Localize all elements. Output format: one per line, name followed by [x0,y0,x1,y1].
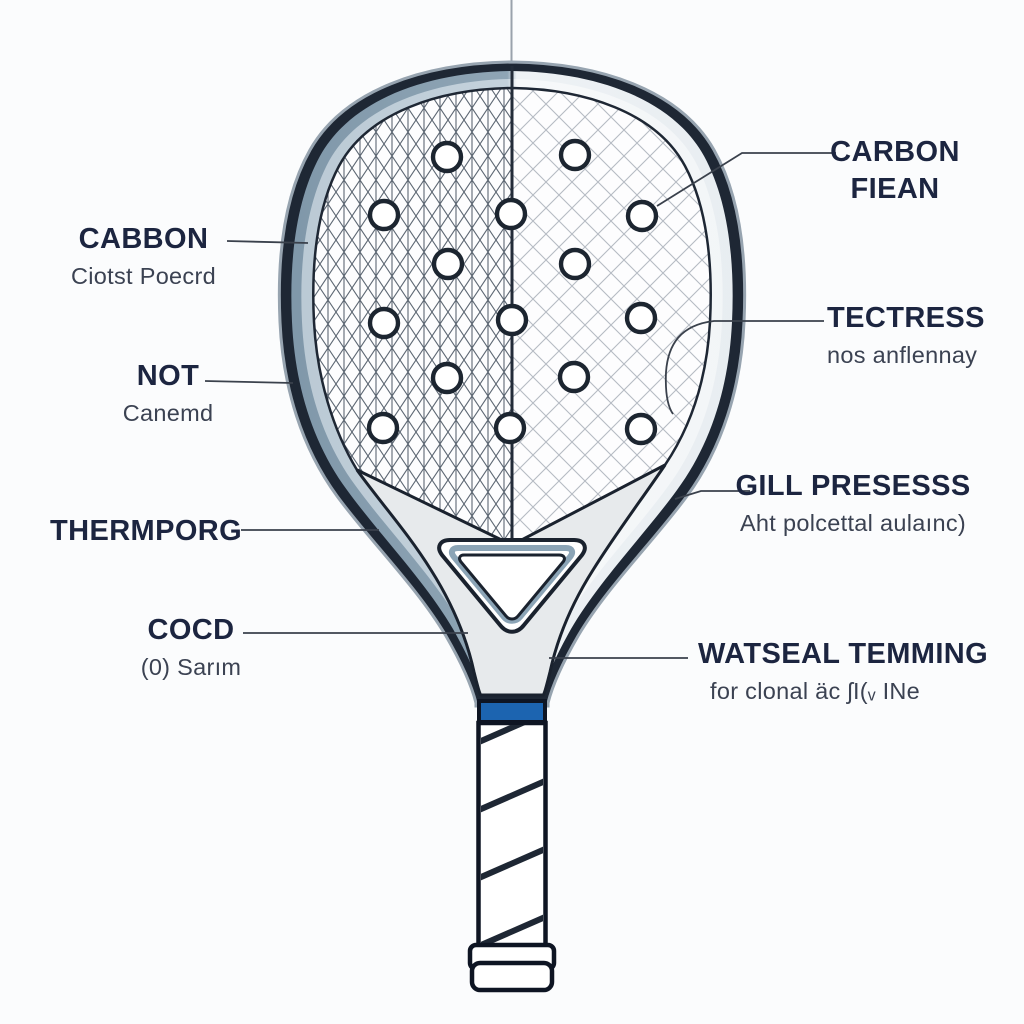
leader-line [664,320,824,415]
leader-line [656,152,836,207]
label-carbon-fiean-line2: FIEAN [850,173,940,205]
face-hole [624,412,658,446]
grip-stripe [481,725,526,745]
face-hole [495,303,529,337]
face-hole [558,247,592,281]
face-hole [625,199,659,233]
label-cabbon-title: CABBON [78,223,209,255]
label-cabbon-subtitle: Ciotst Poecrd [71,263,216,289]
face-hole [367,306,401,340]
face-hole [430,140,464,174]
accent-band [477,699,547,724]
face-hole [624,301,658,335]
label-watseal-temming: WATSEAL TEMMING for clonal äc ʃI(ᵥ INe [698,636,988,706]
label-carbon-fiean: CARBON FIEAN [788,134,1002,208]
label-tectress-title: TECTRESS [827,302,985,334]
label-carbon-fiean-title: CARBON [830,136,960,168]
grip-stripe [481,846,543,881]
face-holes [366,138,659,446]
label-cocd: COCD (0) Sarım [88,612,294,682]
face-hole [558,138,592,172]
label-cabbon: CABBON Ciotst Poecrd [36,221,251,291]
label-watseal-temming-title: WATSEAL TEMMING [698,638,989,670]
face-hole [366,411,400,445]
label-not-title: NOT [136,360,200,392]
grip-stripe [481,778,543,813]
label-tectress: TECTRESS nos anflennay [827,300,985,370]
face-hole [431,247,465,281]
face-hole [493,411,527,445]
grip [476,720,548,951]
label-cocd-subtitle: (0) Sarım [140,654,242,680]
throat-triangle-inner [458,553,566,621]
label-not-subtitle: Canemd [122,400,214,426]
leader-line [204,380,294,384]
label-gill-presesss-title: GILL PRESESSS [735,470,971,502]
label-tectress-subtitle: nos anflennay [827,342,978,368]
face-hole [430,361,464,395]
face-hole [367,198,401,232]
label-watseal-temming-subtitle: for clonal äc ʃI(ᵥ INe [710,678,921,704]
leader-line [226,240,309,244]
label-gill-presesss: GILL PRESESSS Aht polcettal aulaınc) [735,468,971,538]
leader-lines [204,152,836,659]
face-hole [557,360,591,394]
face-hole [494,197,528,231]
label-gill-presesss-subtitle: Aht polcettal aulaınc) [739,510,967,536]
label-thermporg-title: THERMPORG [50,515,243,547]
label-not: NOT Canemd [62,358,274,428]
butt-cap [469,960,555,993]
leader-line [674,490,750,500]
label-thermporg: THERMPORG [50,513,242,550]
label-cocd-title: COCD [147,614,235,646]
